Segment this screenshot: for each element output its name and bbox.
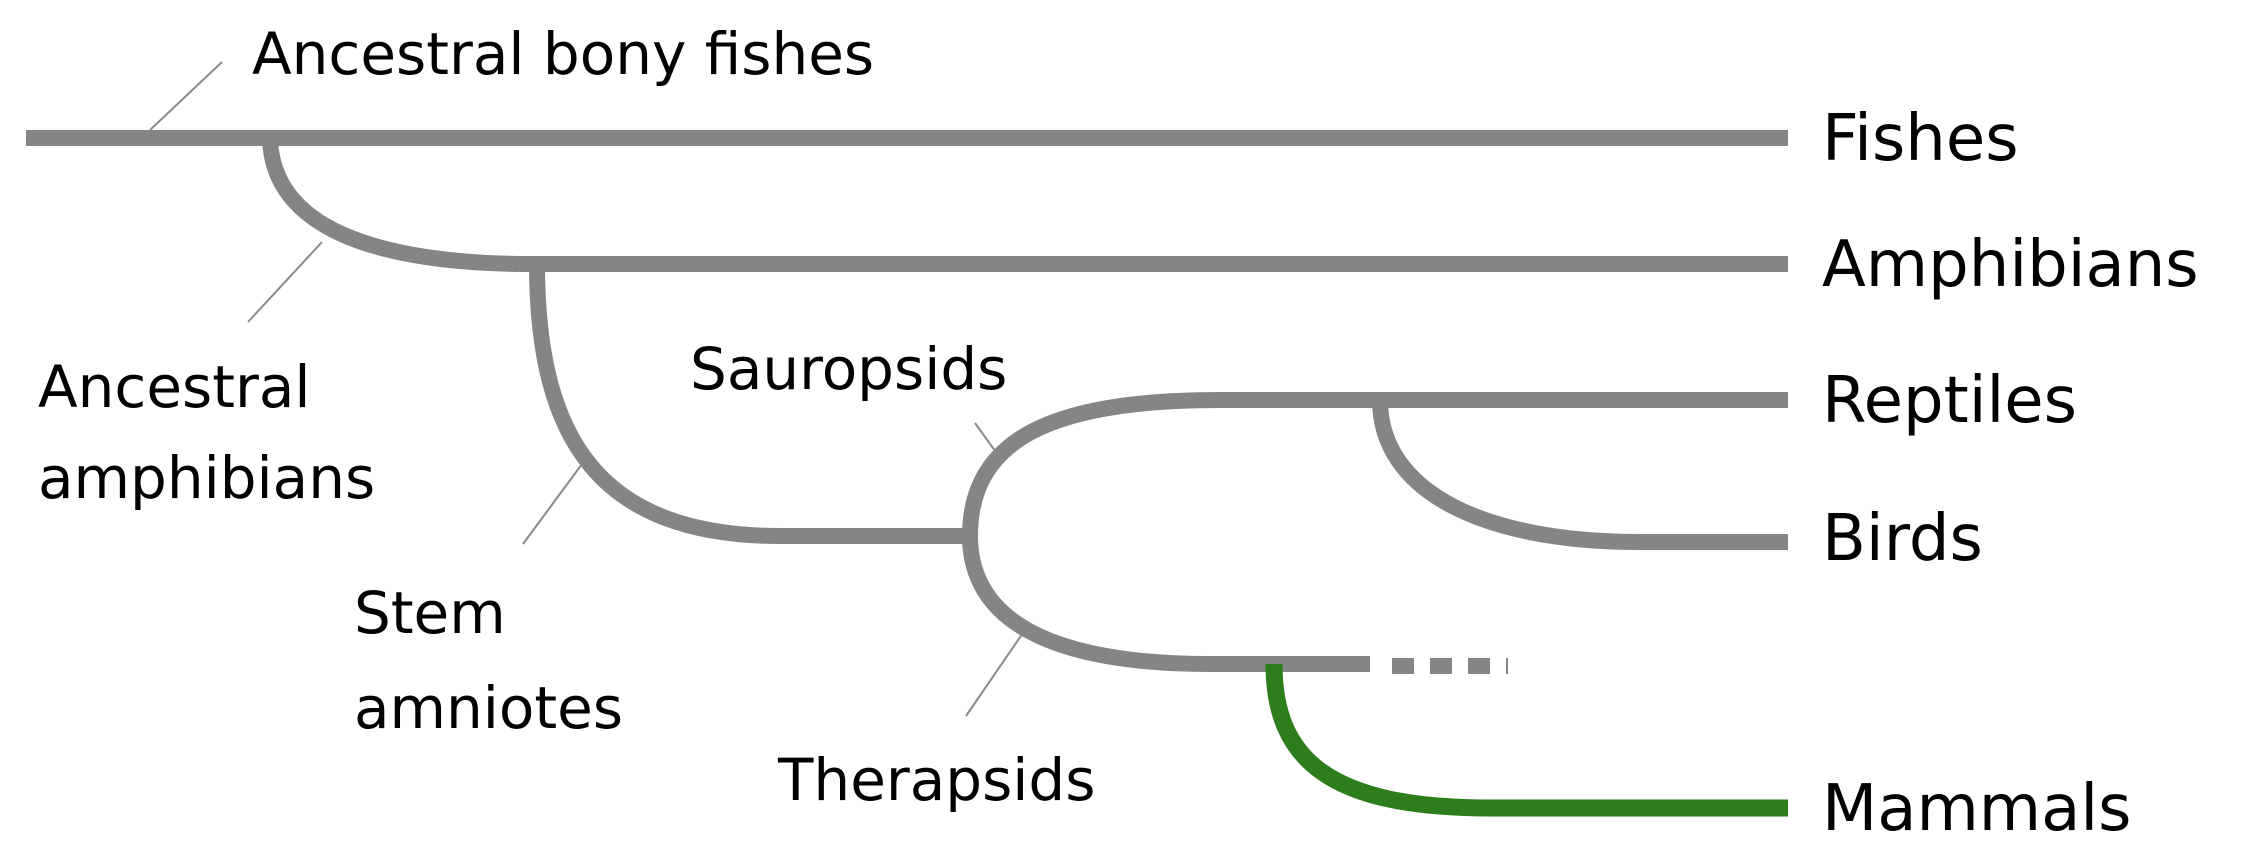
label-stem-amniotes-line1: Stem xyxy=(354,579,506,647)
branch-mammals xyxy=(1265,663,1788,817)
pointer-ancestral-amphibians xyxy=(247,241,323,323)
branch-sauropsids xyxy=(962,392,1788,537)
label-ancestral-bony-fishes: Ancestral bony fishes xyxy=(252,20,874,88)
label-reptiles: Reptiles xyxy=(1822,364,2077,438)
label-stem-amniotes-line2: amniotes xyxy=(354,674,623,742)
label-therapsids: Therapsids xyxy=(777,746,1095,814)
label-amphibians: Amphibians xyxy=(1822,228,2199,302)
label-ancestral-amphibians-line1: Ancestral xyxy=(38,353,310,421)
pointer-therapsids xyxy=(965,629,1026,717)
branch-therapsids xyxy=(962,535,1370,672)
pointer-stem-amniotes xyxy=(522,463,583,545)
label-mammals: Mammals xyxy=(1822,772,2131,846)
branch-birds xyxy=(1372,399,1788,550)
label-fishes: Fishes xyxy=(1822,102,2019,176)
label-birds: Birds xyxy=(1822,502,1983,576)
label-sauropsids: Sauropsids xyxy=(690,335,1007,403)
branch-ancestral-amphibians xyxy=(262,137,521,272)
branch-stem-amniotes xyxy=(529,263,970,544)
pointer-ancestral-bony-fishes xyxy=(149,61,223,131)
label-ancestral-amphibians-line2: amphibians xyxy=(38,444,375,512)
pointer-sauropsids xyxy=(974,422,999,456)
